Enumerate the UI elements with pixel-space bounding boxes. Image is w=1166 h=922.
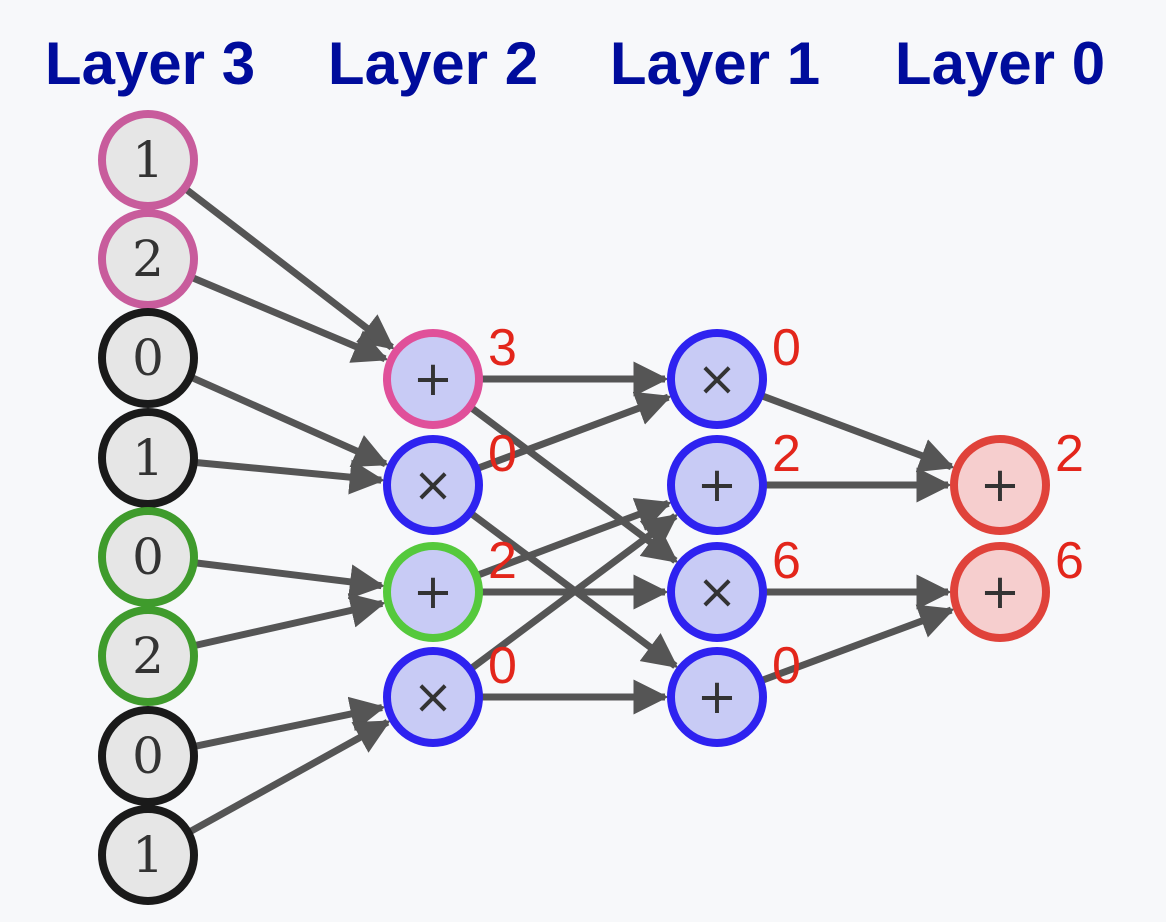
- edge-arrow: [190, 374, 389, 468]
- node-computed-value: 6: [1055, 532, 1084, 590]
- plus-gate-symbol: +: [980, 457, 1020, 513]
- layer-0-node: +2: [950, 425, 1084, 535]
- plus-gate-symbol: +: [980, 564, 1020, 620]
- edge-arrow: [188, 719, 391, 835]
- node-circle: [383, 435, 483, 535]
- layer-2-node: ×0: [383, 637, 517, 747]
- node-computed-value: 6: [772, 532, 801, 590]
- node-circle: [667, 647, 767, 747]
- layer-3-node: 1: [98, 408, 198, 508]
- plus-gate-symbol: +: [413, 564, 453, 620]
- layer-0-heading: Layer 0: [895, 30, 1105, 97]
- node-input-value: 0: [132, 329, 164, 387]
- node-circle: [98, 507, 198, 607]
- layer-1-node: +2: [667, 425, 801, 535]
- edge-arrow: [469, 513, 679, 672]
- layer-3-node: 1: [98, 805, 198, 905]
- layer-3-node: 0: [98, 706, 198, 806]
- layer-3-node: 1: [98, 110, 198, 210]
- plus-gate-symbol: +: [413, 351, 453, 407]
- node-computed-value: 3: [488, 319, 517, 377]
- node-circle: [950, 542, 1050, 642]
- layer-3-node: 2: [98, 209, 198, 309]
- node-input-value: 0: [132, 528, 164, 586]
- edge-arrow: [194, 696, 386, 750]
- node-circle: [98, 805, 198, 905]
- times-gate-symbol: ×: [697, 351, 737, 407]
- layer-2-node: +3: [383, 319, 517, 429]
- node-input-value: 1: [132, 429, 164, 487]
- times-gate-symbol: ×: [697, 564, 737, 620]
- node-circle: [667, 542, 767, 642]
- node-circle: [667, 329, 767, 429]
- node-circle: [98, 606, 198, 706]
- node-circle: [950, 435, 1050, 535]
- edge-arrow: [195, 459, 385, 495]
- node-circle: [98, 110, 198, 210]
- edge-arrow: [476, 498, 672, 579]
- node-input-value: 1: [132, 826, 164, 884]
- node-input-value: 0: [132, 727, 164, 785]
- node-computed-value: 0: [772, 319, 801, 377]
- node-circle: [98, 706, 198, 806]
- node-computed-value: 2: [1055, 425, 1084, 483]
- edges: [183, 186, 955, 835]
- layer-1-node: +0: [667, 637, 801, 747]
- node-input-value: 2: [132, 627, 164, 685]
- layer-0-node: +6: [950, 532, 1084, 642]
- node-circle: [383, 647, 483, 747]
- times-gate-symbol: ×: [413, 669, 453, 725]
- layer-3-node: 0: [98, 308, 198, 408]
- node-circle: [667, 435, 767, 535]
- edge-arrow: [190, 274, 389, 363]
- node-circle: [383, 329, 483, 429]
- layer-1-heading: Layer 1: [610, 30, 820, 97]
- layer-3-heading: Layer 3: [45, 30, 255, 97]
- node-input-value: 2: [132, 230, 164, 288]
- times-gate-symbol: ×: [413, 457, 453, 513]
- node-computed-value: 2: [772, 425, 801, 483]
- layer-2-node: ×0: [383, 425, 517, 535]
- edge-arrow: [760, 604, 955, 684]
- layer-1-node: ×6: [667, 532, 801, 642]
- node-computed-value: 0: [772, 637, 801, 695]
- node-input-value: 1: [132, 131, 164, 189]
- layer-3-node: 2: [98, 606, 198, 706]
- node-computed-value: 2: [488, 532, 517, 590]
- edge-arrow: [195, 559, 385, 600]
- node-circle: [98, 308, 198, 408]
- layer-2-node: +2: [383, 532, 517, 642]
- layer-2-heading: Layer 2: [328, 30, 538, 97]
- layer-3-node: 0: [98, 507, 198, 607]
- plus-gate-symbol: +: [697, 669, 737, 725]
- layer-title-row: Layer 3 Layer 2 Layer 1 Layer 0: [45, 30, 1105, 97]
- plus-gate-symbol: +: [697, 457, 737, 513]
- node-computed-value: 0: [488, 637, 517, 695]
- edge-arrow: [476, 391, 672, 472]
- edge-arrow: [760, 392, 955, 473]
- node-circle: [98, 408, 198, 508]
- node-circle: [383, 542, 483, 642]
- node-computed-value: 0: [488, 425, 517, 483]
- edge-arrow: [183, 186, 395, 351]
- edge-arrow: [194, 593, 386, 649]
- layer-1-node: ×0: [667, 319, 801, 429]
- node-circle: [98, 209, 198, 309]
